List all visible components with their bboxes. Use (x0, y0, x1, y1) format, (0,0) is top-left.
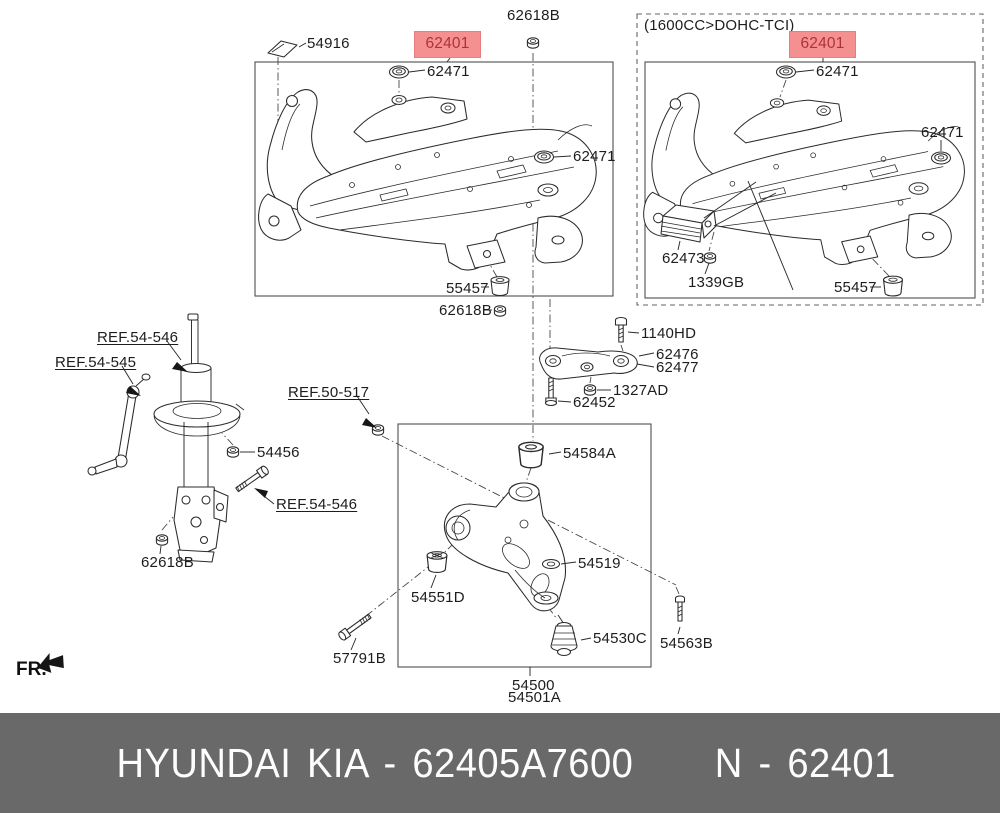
part-label-54500[interactable]: 54500 (512, 677, 555, 694)
part-label-62452[interactable]: 62452 (573, 394, 616, 411)
crossmember-box (254, 61, 614, 297)
leader-lines (121, 42, 942, 676)
control-arm-drawing (444, 482, 567, 612)
part-label-62471-d[interactable]: 62471 (921, 124, 964, 141)
ball-joint-icon (550, 614, 578, 657)
variant-crossmember-box (644, 61, 976, 299)
part-label-62618b-strut[interactable]: 62618B (141, 554, 194, 571)
bolt-icon (336, 611, 373, 642)
part-label-62471-a[interactable]: 62471 (427, 63, 470, 80)
nut-icon (493, 305, 507, 317)
part-label-54519[interactable]: 54519 (578, 555, 621, 572)
grommet-icon (388, 65, 410, 79)
lateral-plate-drawing (539, 347, 638, 380)
bushing-icon (518, 441, 544, 469)
variant-note: (1600CC>DOHC-TCI) (644, 17, 795, 34)
bolt-icon (614, 316, 628, 343)
part-label-57791b[interactable]: 57791B (333, 650, 386, 667)
part-label-54551d[interactable]: 54551D (411, 589, 465, 606)
part-label-1140hd[interactable]: 1140HD (641, 325, 697, 342)
ref-link-54-546-bot[interactable]: REF.54-546 (276, 496, 358, 513)
part-label-62477[interactable]: 62477 (656, 359, 699, 376)
crossmember-drawing (258, 89, 597, 271)
part-label-54530c[interactable]: 54530C (593, 630, 647, 647)
nut-icon (703, 252, 717, 264)
damper-plate-icon (267, 40, 298, 58)
diagram-canvas (37, 13, 984, 676)
ref-link-50-517[interactable]: REF.50-517 (288, 384, 370, 401)
part-label-62476[interactable]: 62476 (656, 346, 699, 363)
variant-dashed-box (636, 13, 984, 306)
washer-icon (541, 558, 561, 570)
part-label-1339gb[interactable]: 1339GB (688, 274, 745, 291)
part-label-62618b-mid[interactable]: 62618B (439, 302, 492, 319)
part-label-54916[interactable]: 54916 (307, 35, 350, 52)
bolt-icon (674, 595, 686, 622)
selected-part-label-62401-right[interactable]: 62401 (789, 31, 856, 58)
part-label-1327ad[interactable]: 1327AD (613, 382, 669, 399)
part-label-54584a[interactable]: 54584A (563, 445, 616, 462)
bushing-icon (882, 275, 904, 297)
grommet-icon (930, 151, 952, 165)
roll-rod-bracket-drawing (660, 180, 794, 291)
ref-link-54-546-top[interactable]: REF.54-546 (97, 329, 179, 346)
bolt-icon (233, 464, 271, 495)
part-label-54456[interactable]: 54456 (257, 444, 300, 461)
fasteners (155, 37, 952, 657)
part-label-54501a[interactable]: 54501A (508, 689, 561, 706)
footer-catalog-ref: N - 62401 (714, 739, 896, 786)
nut-icon (526, 37, 540, 49)
control-arm-box (397, 423, 652, 668)
nut-icon (155, 534, 169, 546)
footer-brand-part-number: HYUNDAI KIA - 62405A7600 (116, 739, 634, 786)
stabilizer-link-drawing (87, 373, 151, 476)
assembly-boxes (254, 13, 984, 668)
fr-direction-label: FR. (16, 659, 47, 680)
part-label-62473[interactable]: 62473 (662, 250, 705, 267)
bolt-icon (544, 377, 558, 407)
grommet-icon (533, 150, 555, 164)
part-label-55457-right[interactable]: 55457 (834, 279, 877, 296)
selected-part-label-62401-left[interactable]: 62401 (414, 31, 481, 58)
bushing-icon (426, 551, 448, 574)
grommet-icon (775, 65, 797, 79)
nut-icon (226, 446, 240, 458)
part-label-62618b-top[interactable]: 62618B (507, 7, 560, 24)
part-label-54563b[interactable]: 54563B (660, 635, 713, 652)
fr-arrow-icon (37, 652, 64, 673)
strut-drawing (153, 313, 245, 563)
part-label-55457-left[interactable]: 55457 (446, 280, 489, 297)
part-label-62471-b[interactable]: 62471 (573, 148, 616, 165)
footer-bar: HYUNDAI KIA - 62405A7600 N - 62401 (0, 713, 1000, 813)
ref-arrowheads (126, 362, 377, 498)
ref-link-54-545[interactable]: REF.54-545 (55, 354, 137, 371)
bushing-icon (490, 276, 510, 297)
part-label-62471-c[interactable]: 62471 (816, 63, 859, 80)
